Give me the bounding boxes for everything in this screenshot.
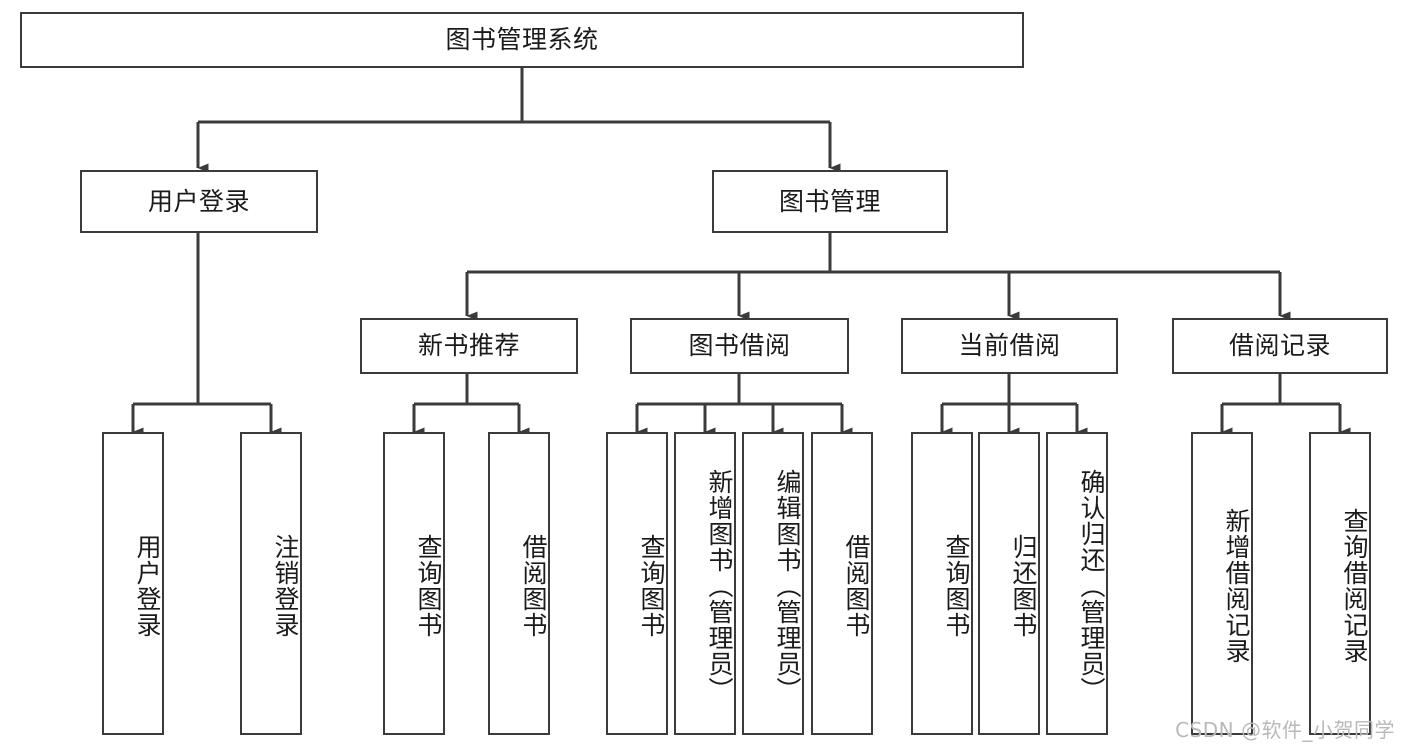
node-label: 查询图书 [414, 533, 443, 638]
leaf-borrow-record-query-record[interactable]: 查询借阅记录 [1309, 432, 1371, 735]
leaf-current-borrow-query-book[interactable]: 查询图书 [911, 432, 973, 735]
node-label: 当前借阅 [958, 331, 1061, 361]
node-label: 查询图书 [637, 533, 666, 638]
leaf-book-borrow-edit-book-admin[interactable]: 编辑图书（管理员） [742, 432, 804, 735]
node-root-book-management-system[interactable]: 图书管理系统 [20, 12, 1024, 68]
node-label: 新增图书（管理员） [705, 468, 734, 703]
node-label: 借阅图书 [842, 533, 871, 638]
node-label: 注销登录 [271, 533, 300, 638]
node-label: 新增借阅记录 [1222, 507, 1251, 664]
leaf-book-borrow-query-book[interactable]: 查询图书 [606, 432, 668, 735]
leaf-new-book-query-book[interactable]: 查询图书 [383, 432, 445, 735]
leaf-borrow-record-add-record[interactable]: 新增借阅记录 [1191, 432, 1253, 735]
node-label: 编辑图书（管理员） [773, 468, 802, 703]
node-borrowing-records[interactable]: 借阅记录 [1172, 318, 1388, 374]
leaf-book-borrow-borrow-book[interactable]: 借阅图书 [811, 432, 873, 735]
node-label: 用户登录 [147, 186, 250, 216]
node-label: 图书借阅 [688, 331, 791, 361]
node-label: 图书管理系统 [445, 25, 599, 55]
node-user-login[interactable]: 用户登录 [80, 170, 318, 233]
leaf-user-login-logout[interactable]: 注销登录 [240, 432, 302, 735]
node-label: 借阅记录 [1228, 331, 1331, 361]
node-book-management[interactable]: 图书管理 [712, 170, 948, 233]
node-label: 用户登录 [133, 533, 162, 638]
node-label: 查询图书 [942, 533, 971, 638]
leaf-user-login-login[interactable]: 用户登录 [102, 432, 164, 735]
leaf-book-borrow-add-book-admin[interactable]: 新增图书（管理员） [674, 432, 736, 735]
node-label: 借阅图书 [519, 533, 548, 638]
leaf-current-borrow-return-book[interactable]: 归还图书 [978, 432, 1040, 735]
node-current-borrowing[interactable]: 当前借阅 [901, 318, 1118, 374]
leaf-new-book-borrow-book[interactable]: 借阅图书 [488, 432, 550, 735]
node-label: 确认归还（管理员） [1077, 468, 1106, 703]
node-label: 查询借阅记录 [1340, 507, 1369, 664]
node-book-borrowing[interactable]: 图书借阅 [630, 318, 849, 374]
node-label: 图书管理 [778, 186, 881, 216]
node-label: 新书推荐 [417, 331, 520, 361]
leaf-current-borrow-confirm-return-admin[interactable]: 确认归还（管理员） [1046, 432, 1108, 735]
node-new-book-recommendation[interactable]: 新书推荐 [360, 318, 578, 374]
node-label: 归还图书 [1009, 533, 1038, 638]
csdn-watermark: CSDN @软件_小贺同学 [1175, 718, 1395, 742]
